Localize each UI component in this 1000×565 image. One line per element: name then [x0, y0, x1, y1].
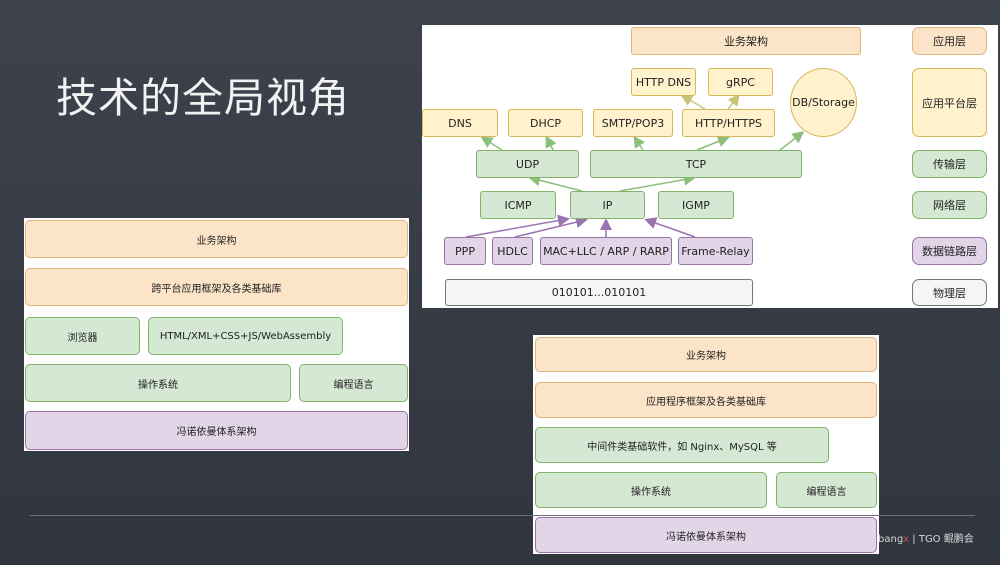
protocol-box-17: 010101...010101	[445, 279, 753, 306]
protocol-box-3: DB/Storage	[790, 68, 857, 137]
protocol-box-6: SMTP/POP3	[593, 109, 673, 137]
layer-label-2: 传输层	[912, 150, 987, 178]
protocol-box-8: UDP	[476, 150, 579, 178]
protocol-box-13: PPP	[444, 237, 486, 265]
protocol-box-15: MAC+LLC / ARP / RARP	[540, 237, 672, 265]
protocol-box-2: gRPC	[708, 68, 773, 96]
arrow-tcp-db	[779, 131, 805, 151]
protocol-box-11: IP	[570, 191, 645, 219]
left-stack-box-2: 浏览器	[25, 317, 140, 355]
right-stack-box-3: 操作系统	[535, 472, 767, 508]
left-stack-box-1: 跨平台应用框架及各类基础库	[25, 268, 408, 306]
protocol-box-0: 业务架构	[631, 27, 861, 55]
protocol-box-12: IGMP	[658, 191, 734, 219]
slide-title: 技术的全局视角	[56, 74, 350, 122]
layer-label-3: 网络层	[912, 191, 987, 219]
arrow-tcp-smtp	[633, 135, 645, 151]
protocol-box-7: HTTP/HTTPS	[682, 109, 775, 137]
right-stack-box-1: 应用程序框架及各类基础库	[535, 382, 877, 418]
arrow-ip-tcp	[619, 173, 696, 192]
layer-label-5: 物理层	[912, 279, 987, 306]
protocol-box-14: HDLC	[492, 237, 533, 265]
protocol-box-1: HTTP DNS	[631, 68, 696, 96]
protocol-box-5: DHCP	[508, 109, 583, 137]
logo-mark: x	[903, 534, 910, 545]
left-stack-box-0: 业务架构	[25, 220, 408, 258]
right-stack-box-5: 冯诺依曼体系架构	[535, 517, 877, 553]
right-stack-box-4: 编程语言	[776, 472, 877, 508]
left-stack-box-4: 操作系统	[25, 364, 291, 402]
protocol-box-10: ICMP	[480, 191, 556, 219]
left-stack-box-6: 冯诺依曼体系架构	[25, 411, 408, 450]
arrow-hdlc-ip	[514, 216, 588, 238]
protocol-box-4: DNS	[422, 109, 498, 137]
logo-text: bang	[878, 534, 904, 545]
layer-label-0: 应用层	[912, 27, 987, 55]
arrow-frame-ip	[644, 217, 696, 238]
left-stack-box-3: HTML/XML+CSS+JS/WebAssembly	[148, 317, 343, 355]
footer-logo: bangx | TGO 鲲鹏会	[878, 530, 974, 545]
logo-text-tgo: | TGO 鲲鹏会	[912, 534, 974, 545]
right-stack-box-0: 业务架构	[535, 337, 877, 372]
arrow-udp-dhcp	[545, 135, 557, 151]
protocol-box-16: Frame-Relay	[678, 237, 753, 265]
layer-label-1: 应用平台层	[912, 68, 987, 137]
layer-label-4: 数据链路层	[912, 237, 987, 265]
arrow-http-httpdns	[680, 94, 706, 110]
footer-divider	[30, 515, 975, 516]
arrow-http-grpc	[727, 93, 740, 110]
arrow-ppp-ip	[465, 214, 570, 238]
arrow-tcp-http	[696, 135, 730, 151]
left-stack-box-5: 编程语言	[299, 364, 408, 402]
arrow-ip-udp	[528, 174, 583, 192]
arrow-udp-dns	[480, 136, 503, 151]
right-stack-box-2: 中间件类基础软件，如 Nginx、MySQL 等	[535, 427, 829, 463]
protocol-box-9: TCP	[590, 150, 802, 178]
